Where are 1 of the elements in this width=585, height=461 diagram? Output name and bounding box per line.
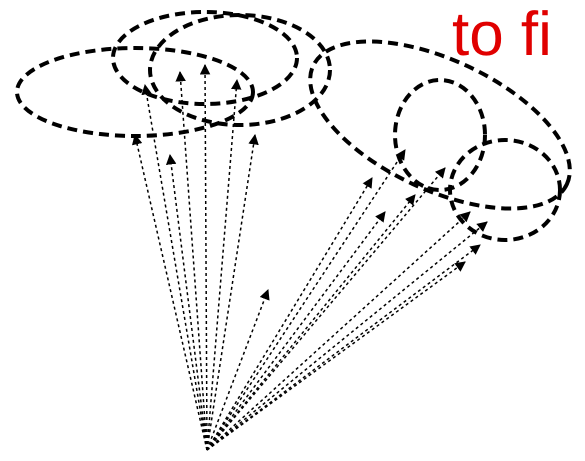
heading-fragment: to fi <box>452 4 552 66</box>
